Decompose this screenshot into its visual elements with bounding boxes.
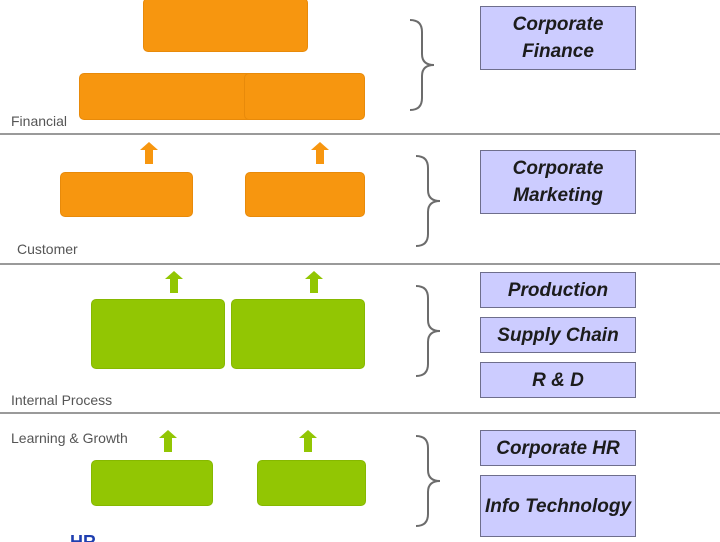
- process-right-box: [231, 299, 365, 369]
- customer-right-box: [245, 172, 365, 217]
- right-curly-brace-icon: [415, 285, 441, 377]
- up-arrow-icon: [140, 142, 158, 164]
- up-arrow-icon: [165, 271, 183, 293]
- right-curly-brace-icon: [409, 19, 435, 111]
- up-arrow-icon: [159, 430, 177, 452]
- financial-top-box: [143, 0, 308, 52]
- section-label-customer: Customer: [17, 241, 78, 257]
- divider-internal-process: [0, 412, 720, 414]
- learning-right-box: [257, 460, 366, 506]
- department-info-technology: Info Technology: [480, 475, 636, 537]
- department-corporate-finance: Corporate Finance: [480, 6, 636, 70]
- process-left-box: [91, 299, 225, 369]
- department-r-and-d: R & D: [480, 362, 636, 398]
- department-corporate-hr: Corporate HR: [480, 430, 636, 466]
- up-arrow-icon: [299, 430, 317, 452]
- right-curly-brace-icon: [415, 435, 441, 527]
- up-arrow-icon: [311, 142, 329, 164]
- financial-left-box: [79, 73, 254, 120]
- department-production: Production: [480, 272, 636, 308]
- department-corporate-marketing: Corporate Marketing: [480, 150, 636, 214]
- right-curly-brace-icon: [415, 155, 441, 247]
- customer-left-box: [60, 172, 193, 217]
- section-label-internal-process: Internal Process: [11, 392, 113, 408]
- divider-customer: [0, 263, 720, 265]
- financial-right-box: [244, 73, 365, 120]
- department-supply-chain: Supply Chain: [480, 317, 636, 353]
- up-arrow-icon: [305, 271, 323, 293]
- learning-left-box: [91, 460, 213, 506]
- section-label-financial: Financial: [11, 113, 68, 129]
- divider-financial: [0, 133, 720, 135]
- footer-partial-text: HR: [70, 532, 96, 542]
- section-label-learning-growth: Learning & Growth: [11, 430, 128, 446]
